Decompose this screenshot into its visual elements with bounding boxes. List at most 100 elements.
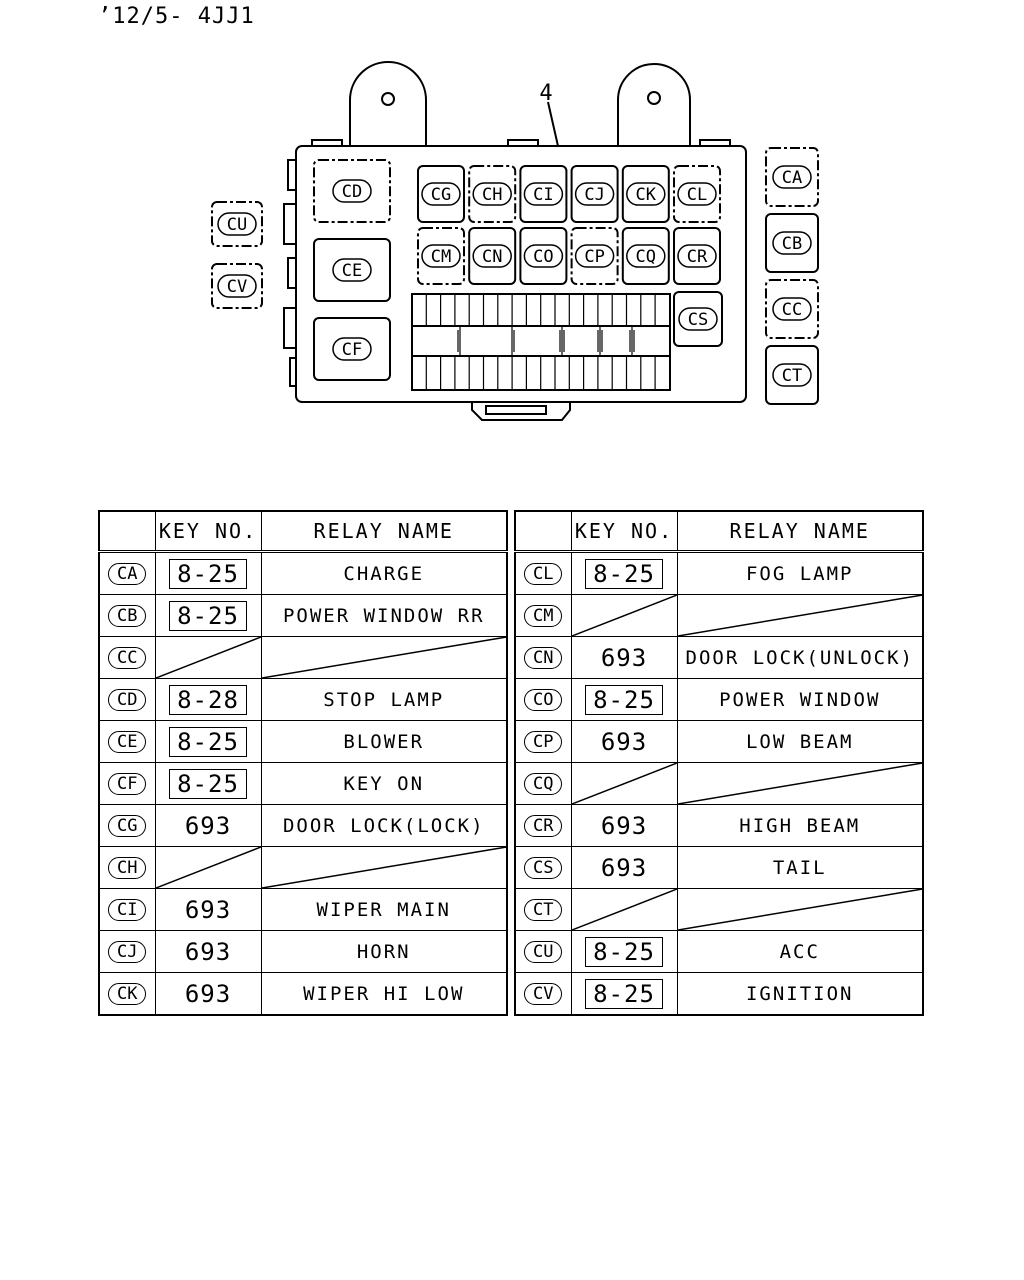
relay-code-badge: CM (524, 604, 563, 627)
relay-code-cell: CK (98, 972, 156, 1016)
mount-hole-right (647, 91, 661, 105)
relay-cp (570, 227, 619, 285)
key-no-cell: 8-25 (570, 551, 678, 595)
relay-code-badge: CF (108, 772, 147, 795)
relay-label: CF (342, 340, 362, 360)
relay-label: CN (482, 247, 502, 267)
key-no-value: 8-28 (169, 684, 247, 715)
mount-hole-left (381, 92, 395, 106)
relay-cl (673, 165, 721, 223)
key-no-cell: 693 (154, 888, 262, 931)
relay-cc (765, 279, 819, 339)
relay-ct (765, 345, 819, 405)
relay-label-badge (332, 337, 372, 361)
relay-cg (417, 165, 465, 223)
relay-label-badge (772, 231, 812, 255)
relay-name-cell (676, 762, 924, 805)
key-no-value: 693 (600, 811, 648, 840)
relay-name-cell: KEY ON (260, 762, 508, 805)
relay-code-cell: CO (514, 678, 572, 721)
relay-code-badge: CR (524, 814, 563, 837)
relay-label: CP (584, 247, 604, 267)
key-no-value: 8-25 (585, 978, 663, 1009)
relay-code-badge: CO (524, 688, 563, 711)
relay-code-cell: CL (514, 551, 572, 595)
relay-label-badge (626, 244, 666, 268)
key-no-cell (570, 762, 678, 805)
relay-label: CC (782, 300, 802, 320)
relay-label-badge (472, 244, 512, 268)
relay-code-badge: CT (524, 898, 563, 921)
relay-label-badge (332, 258, 372, 282)
relay-name-cell: STOP LAMP (260, 678, 508, 721)
relay-label-badge (421, 182, 461, 206)
key-no-cell: 8-25 (570, 972, 678, 1016)
not-applicable-slash (678, 763, 923, 804)
key-no-cell: 8-25 (154, 720, 262, 763)
relay-cv (211, 263, 263, 309)
key-no-cell: 693 (154, 972, 262, 1016)
bottom-connector (471, 402, 571, 421)
relay-label-badge (626, 182, 666, 206)
relay-label-badge (772, 297, 812, 321)
relay-name-cell: POWER WINDOW RR (260, 594, 508, 637)
relay-name-cell: HORN (260, 930, 508, 973)
relay-code-badge: CV (524, 982, 563, 1005)
relay-code-badge: CC (108, 646, 147, 669)
relay-name-cell: DOOR LOCK(UNLOCK) (676, 636, 924, 679)
relay-code-badge: CU (524, 940, 563, 963)
relay-label: CD (342, 182, 362, 202)
key-no-cell (570, 594, 678, 637)
relay-ci (519, 165, 568, 223)
key-no-value: 693 (184, 979, 232, 1008)
relay-code-cell: CS (514, 846, 572, 889)
table-row: CC (98, 636, 508, 679)
table-row: CM (514, 594, 924, 637)
relay-name-cell: WIPER HI LOW (260, 972, 508, 1016)
relay-label: CH (482, 185, 502, 205)
relay-code-badge: CG (108, 814, 147, 837)
relay-code-badge: CB (108, 604, 147, 627)
not-applicable-slash (156, 637, 261, 678)
relay-name-cell: WIPER MAIN (260, 888, 508, 931)
relay-label-badge (677, 182, 717, 206)
relay-label: CT (782, 366, 802, 386)
relay-label-badge (523, 182, 564, 206)
relay-label-badge (421, 244, 461, 268)
relay-label: CQ (636, 247, 656, 267)
mount-ear-left (349, 61, 427, 146)
key-no-cell (154, 636, 262, 679)
relay-label-badge (332, 179, 372, 203)
relay-code-cell: CN (514, 636, 572, 679)
relay-code-cell: CV (514, 972, 572, 1016)
header-relay-name: RELAY NAME (676, 510, 924, 553)
relay-cn (468, 227, 517, 285)
key-no-cell: 8-25 (570, 930, 678, 973)
key-no-value: 8-25 (169, 558, 247, 589)
header-relay-name: RELAY NAME (260, 510, 508, 553)
key-no-value: 693 (184, 895, 232, 924)
relay-label: CV (227, 277, 247, 297)
table-row: CK 693 WIPER HI LOW (98, 972, 508, 1016)
relay-name-cell: POWER WINDOW (676, 678, 924, 721)
relay-code-cell: CG (98, 804, 156, 847)
relay-code-badge: CH (108, 856, 147, 879)
key-no-cell: 693 (570, 804, 678, 847)
not-applicable-slash (262, 847, 507, 888)
relay-cf (313, 317, 391, 381)
relay-code-badge: CS (524, 856, 563, 879)
